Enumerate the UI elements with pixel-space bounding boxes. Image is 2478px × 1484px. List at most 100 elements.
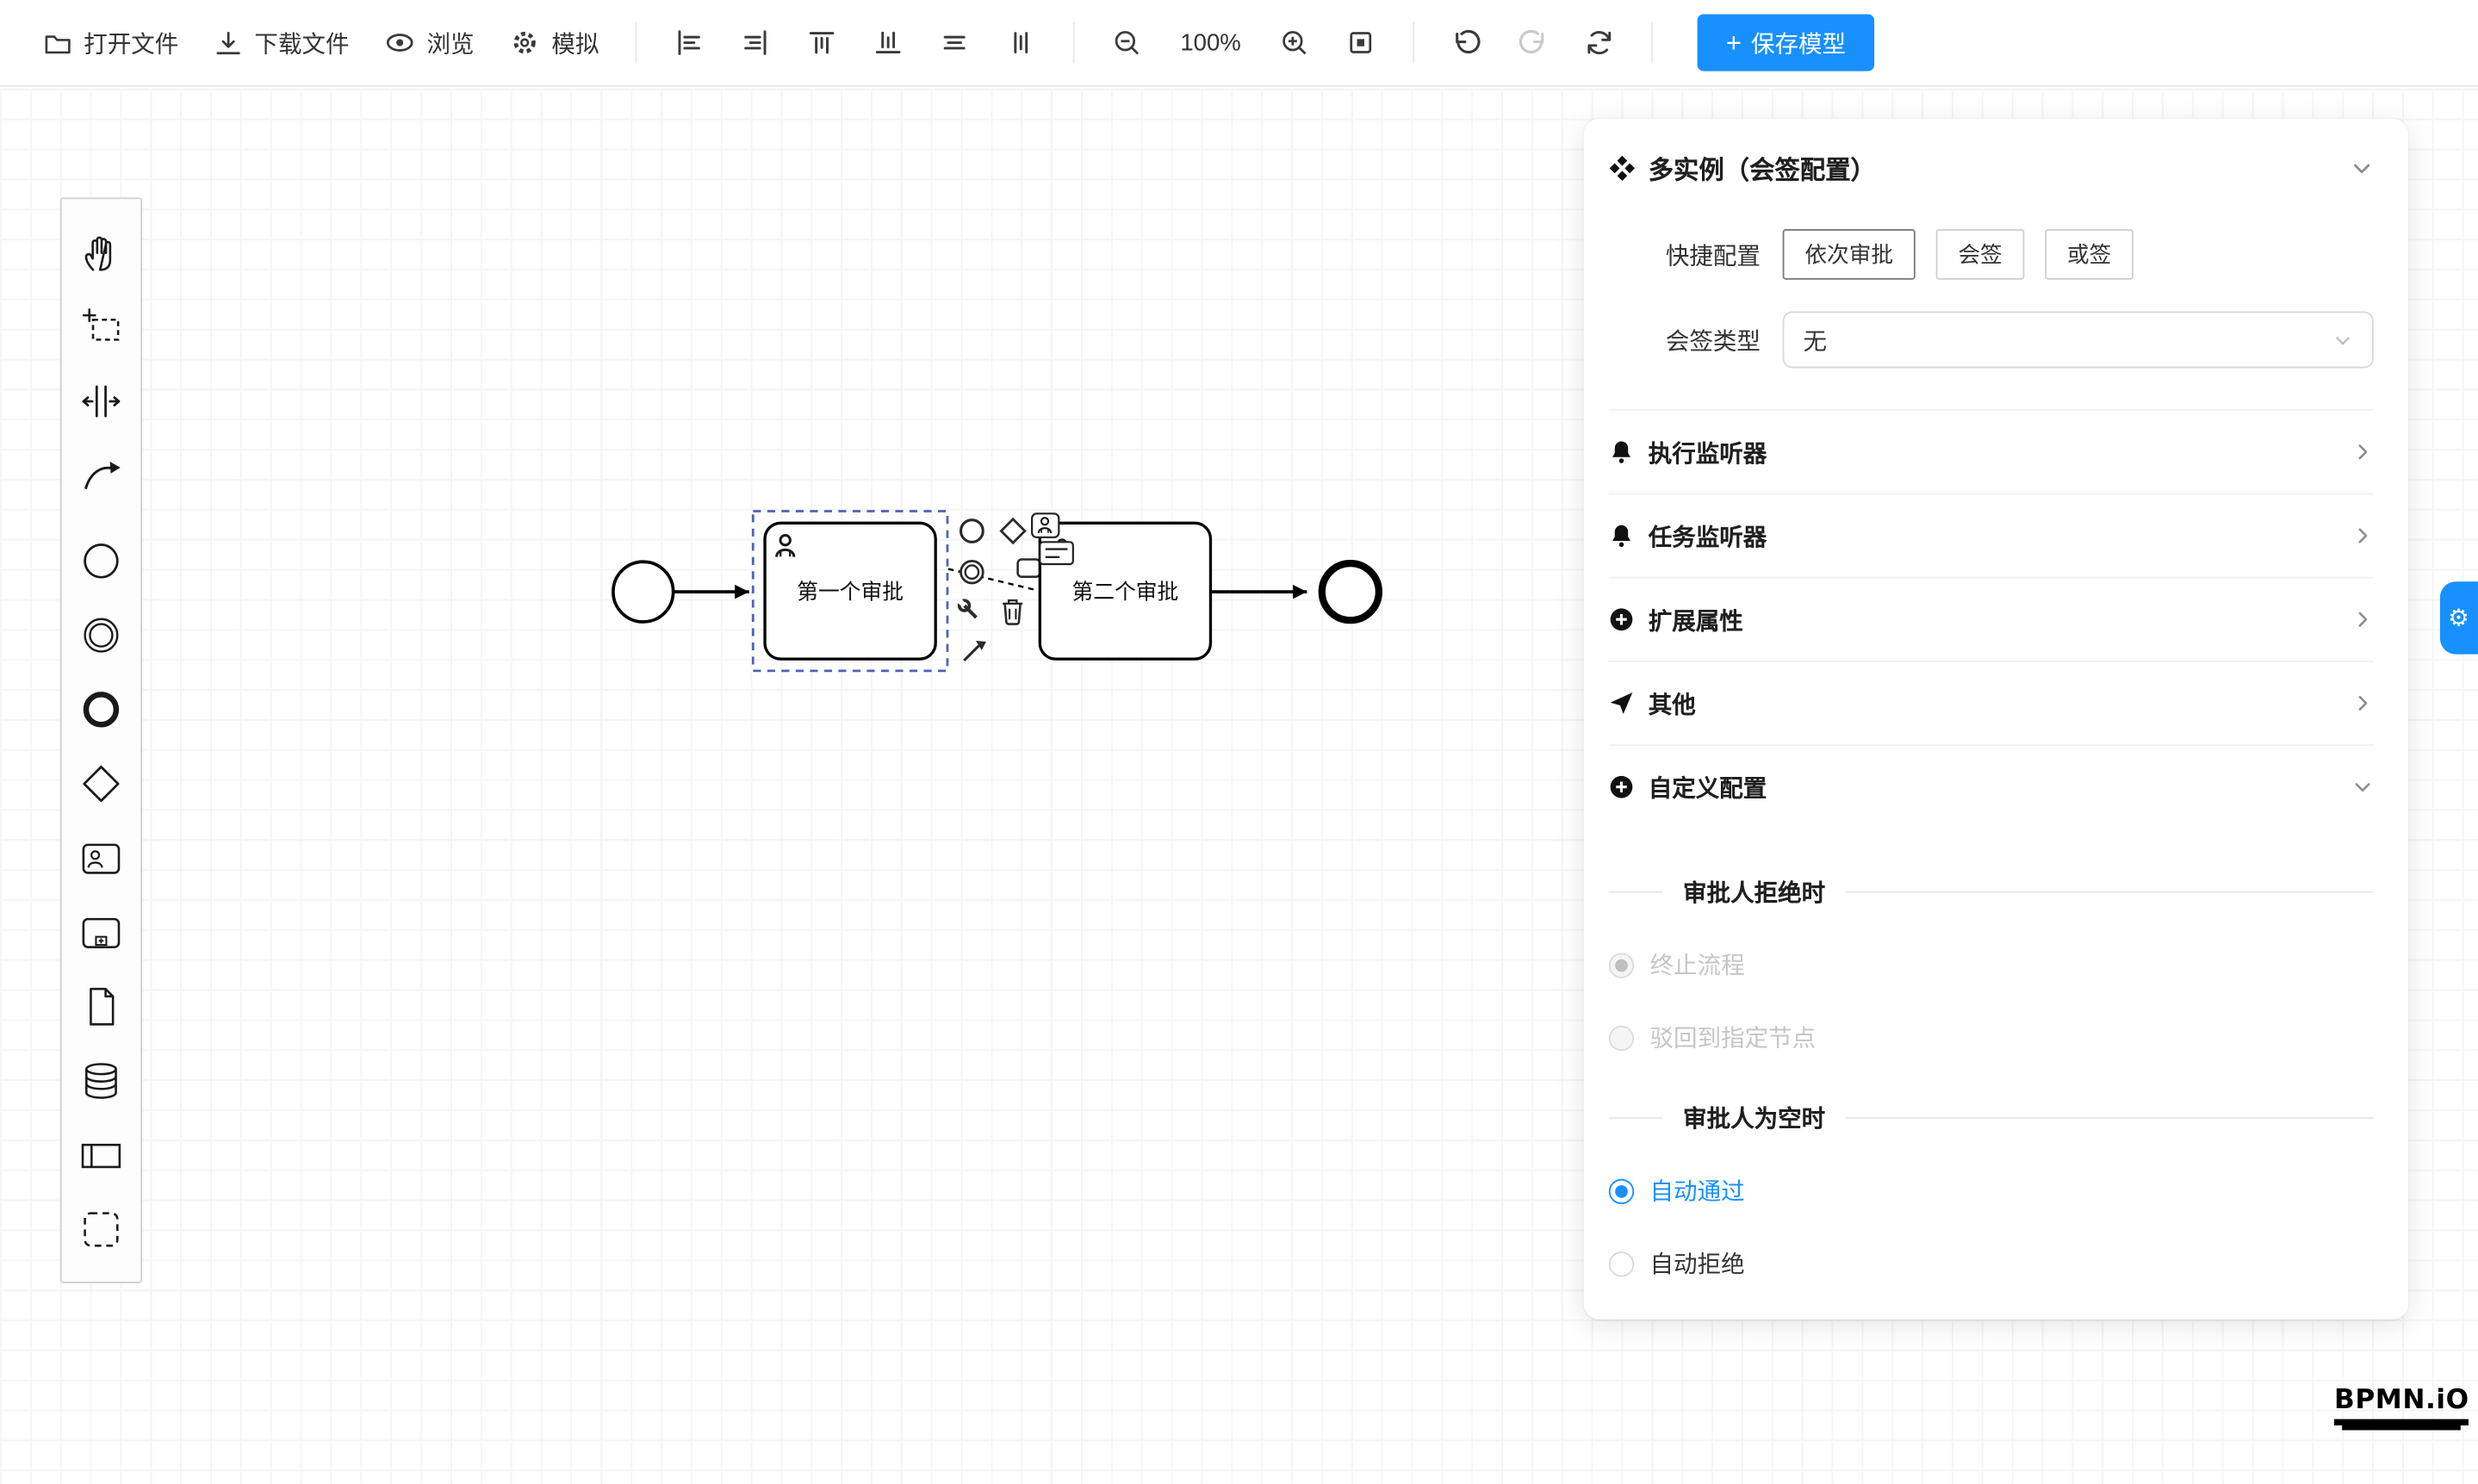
align-left-button[interactable] <box>656 15 723 71</box>
align-bottom-button[interactable] <box>855 15 922 71</box>
document-icon <box>90 987 115 1025</box>
user-badge[interactable] <box>1031 512 1060 538</box>
sign-type-select[interactable]: 无 <box>1782 311 2374 369</box>
preview-button[interactable]: 浏览 <box>367 16 492 69</box>
sign-type-value: 无 <box>1803 327 1828 355</box>
user-task-1[interactable]: 第一个审批 <box>763 521 937 661</box>
append-task-icon[interactable] <box>1016 558 1041 578</box>
plus-circle-icon <box>1610 775 1633 798</box>
create-gateway[interactable] <box>65 746 137 820</box>
chevron-down-icon <box>2336 336 2350 345</box>
section-custom-config[interactable]: 自定义配置 <box>1608 744 2374 828</box>
reset-button[interactable] <box>1566 15 1632 71</box>
zoom-out-button[interactable] <box>1094 15 1160 71</box>
section-extended-attributes[interactable]: 扩展属性 <box>1608 576 2374 661</box>
selection-outline <box>751 510 949 673</box>
quick-option-orsign-button[interactable]: 或签 <box>2045 229 2133 280</box>
refresh-icon <box>1587 31 1612 55</box>
bpmn-io-logo[interactable]: BPMN.iO <box>2333 1384 2469 1425</box>
align-middle-button[interactable] <box>988 15 1054 71</box>
user-task-2[interactable]: 第二个审批 <box>1038 521 1213 661</box>
redo-button[interactable] <box>1500 15 1566 71</box>
save-model-button[interactable]: + 保存模型 <box>1697 14 1875 71</box>
section-other[interactable]: 其他 <box>1608 660 2374 744</box>
chevron-down-icon <box>2355 783 2370 792</box>
bell-icon <box>1612 525 1630 548</box>
connect-tool-icon[interactable] <box>963 641 986 662</box>
save-model-label: 保存模型 <box>1750 30 1847 58</box>
end-event-icon <box>83 691 120 727</box>
align-bottom-icon <box>875 31 901 54</box>
empty-approver-divider: 审批人为空时 <box>1608 1102 2374 1135</box>
create-group[interactable] <box>65 1191 137 1265</box>
trash-icon[interactable] <box>1003 599 1023 625</box>
simulate-button[interactable]: 模拟 <box>492 16 617 69</box>
section-label: 执行监听器 <box>1648 439 1767 468</box>
hand-tool[interactable] <box>65 215 137 289</box>
lasso-tool[interactable] <box>65 289 137 363</box>
zoom-fit-icon <box>1350 32 1372 53</box>
align-right-button[interactable] <box>723 15 789 71</box>
start-event-icon <box>84 543 119 578</box>
append-gateway-icon[interactable] <box>999 517 1027 545</box>
radio-label: 终止流程 <box>1649 953 1745 980</box>
start-event[interactable] <box>612 560 675 624</box>
hand-icon <box>84 235 112 270</box>
radio-auto-reject[interactable]: 自动拒绝 <box>1608 1247 2374 1281</box>
global-connect-tool[interactable] <box>65 438 137 512</box>
align-top-button[interactable] <box>789 15 855 71</box>
pool-icon <box>81 1143 121 1168</box>
gateway-icon <box>83 765 120 802</box>
append-intermediate-event-icon[interactable] <box>960 559 984 585</box>
align-center-button[interactable] <box>922 15 988 71</box>
section-task-listener[interactable]: 任务监听器 <box>1608 493 2374 576</box>
undo-button[interactable] <box>1433 15 1500 71</box>
gear-icon: ⚙ <box>2448 605 2469 632</box>
context-pad <box>955 517 1041 662</box>
create-data-store[interactable] <box>65 1043 137 1117</box>
multi-instance-section-header[interactable]: 多实例（会签配置） <box>1609 128 2374 208</box>
simulate-gear-icon <box>513 31 536 54</box>
reject-divider: 审批人拒绝时 <box>1608 875 2374 909</box>
open-file-label: 打开文件 <box>84 30 179 58</box>
settings-tab[interactable]: ⚙ <box>2439 581 2478 655</box>
radio-icon <box>1608 952 1635 978</box>
download-file-button[interactable]: 下载文件 <box>196 16 367 69</box>
quick-option-countersign-button[interactable]: 会签 <box>1935 229 2025 280</box>
create-user-task[interactable] <box>65 820 137 894</box>
radio-terminate-flow[interactable]: 终止流程 <box>1608 948 2374 982</box>
create-start-event[interactable] <box>65 523 137 597</box>
radio-label: 自动通过 <box>1649 1178 1745 1206</box>
divider-line <box>1846 1117 2374 1120</box>
space-tool[interactable] <box>65 363 137 438</box>
radio-return-to-node[interactable]: 驳回到指定节点 <box>1608 1021 2374 1054</box>
download-icon <box>216 30 240 54</box>
empty-approver-title: 审批人为空时 <box>1683 1106 1826 1133</box>
divider-line <box>1608 891 1663 893</box>
align-top-icon <box>809 32 835 54</box>
append-end-event-icon[interactable] <box>959 518 984 543</box>
create-data-object[interactable] <box>65 969 137 1043</box>
zoom-fit-button[interactable] <box>1327 15 1394 71</box>
preview-label: 浏览 <box>426 30 475 58</box>
list-badge[interactable] <box>1039 541 1074 566</box>
create-subprocess[interactable] <box>65 894 137 968</box>
create-participant[interactable] <box>65 1117 137 1191</box>
zoom-in-button[interactable] <box>1261 15 1327 71</box>
create-end-event[interactable] <box>65 672 137 746</box>
open-file-button[interactable]: 打开文件 <box>25 16 196 69</box>
radio-auto-pass[interactable]: 自动通过 <box>1608 1174 2374 1208</box>
send-icon <box>1610 692 1633 714</box>
end-event[interactable] <box>1318 559 1382 624</box>
quick-option-sequential-button[interactable]: 依次审批 <box>1782 229 1916 280</box>
simulate-label: 模拟 <box>551 30 599 58</box>
plus-circle-icon <box>1610 608 1633 631</box>
create-intermediate-event[interactable] <box>65 598 137 672</box>
section-execution-listener[interactable]: 执行监听器 <box>1608 409 2374 493</box>
properties-panel: 多实例（会签配置） 快捷配置 依次审批 会签 或签 会签类型 无 执行监听器 <box>1583 118 2409 1320</box>
zoom-out-icon <box>1115 31 1140 55</box>
wrench-icon[interactable] <box>955 597 979 621</box>
space-tool-icon <box>82 384 121 417</box>
section-label: 自定义配置 <box>1648 774 1767 803</box>
